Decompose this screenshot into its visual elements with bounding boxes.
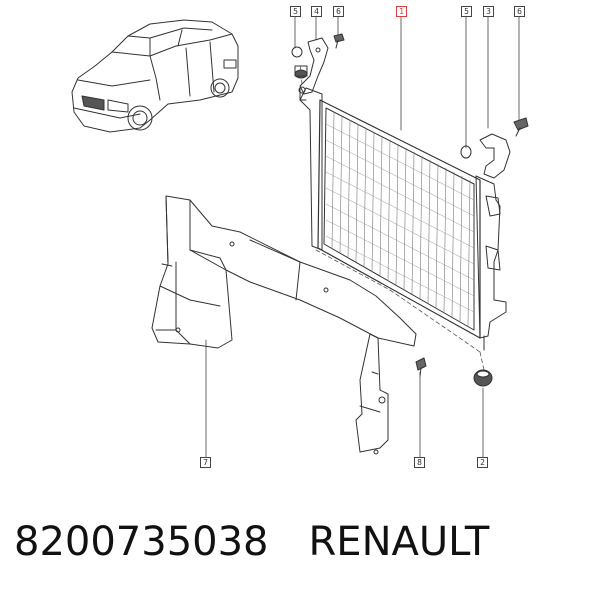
part-number: 8200735038 bbox=[14, 519, 269, 565]
bushing-left bbox=[291, 46, 308, 79]
callout-3: 3 bbox=[483, 6, 494, 17]
exploded-parts-diagram bbox=[71, 16, 529, 459]
screw bbox=[415, 357, 427, 377]
callout-5-left: 5 bbox=[290, 6, 301, 17]
callout-6-right: 6 bbox=[514, 6, 525, 17]
alignment-lines bbox=[299, 63, 485, 371]
callout-8: 8 bbox=[414, 457, 425, 468]
bolt-left bbox=[333, 33, 345, 49]
caption: 8200735038 RENAULT bbox=[14, 512, 489, 572]
callout-6-left: 6 bbox=[333, 6, 344, 17]
radiator bbox=[298, 86, 507, 351]
callout-1-highlighted: 1 bbox=[396, 6, 407, 17]
car-illustration bbox=[71, 19, 239, 133]
bracket-right bbox=[479, 133, 511, 179]
bushing-right bbox=[460, 145, 472, 159]
callout-5-right: 5 bbox=[461, 6, 472, 17]
leader-lines bbox=[205, 16, 520, 459]
brand-name: RENAULT bbox=[308, 519, 490, 565]
callout-4: 4 bbox=[311, 6, 322, 17]
bracket-left bbox=[299, 37, 329, 95]
lower-mount bbox=[473, 369, 493, 387]
lower-bracket bbox=[355, 333, 389, 455]
air-deflector bbox=[151, 195, 417, 349]
callout-2: 2 bbox=[477, 457, 488, 468]
callout-7: 7 bbox=[200, 457, 211, 468]
bolt-right bbox=[513, 117, 529, 137]
